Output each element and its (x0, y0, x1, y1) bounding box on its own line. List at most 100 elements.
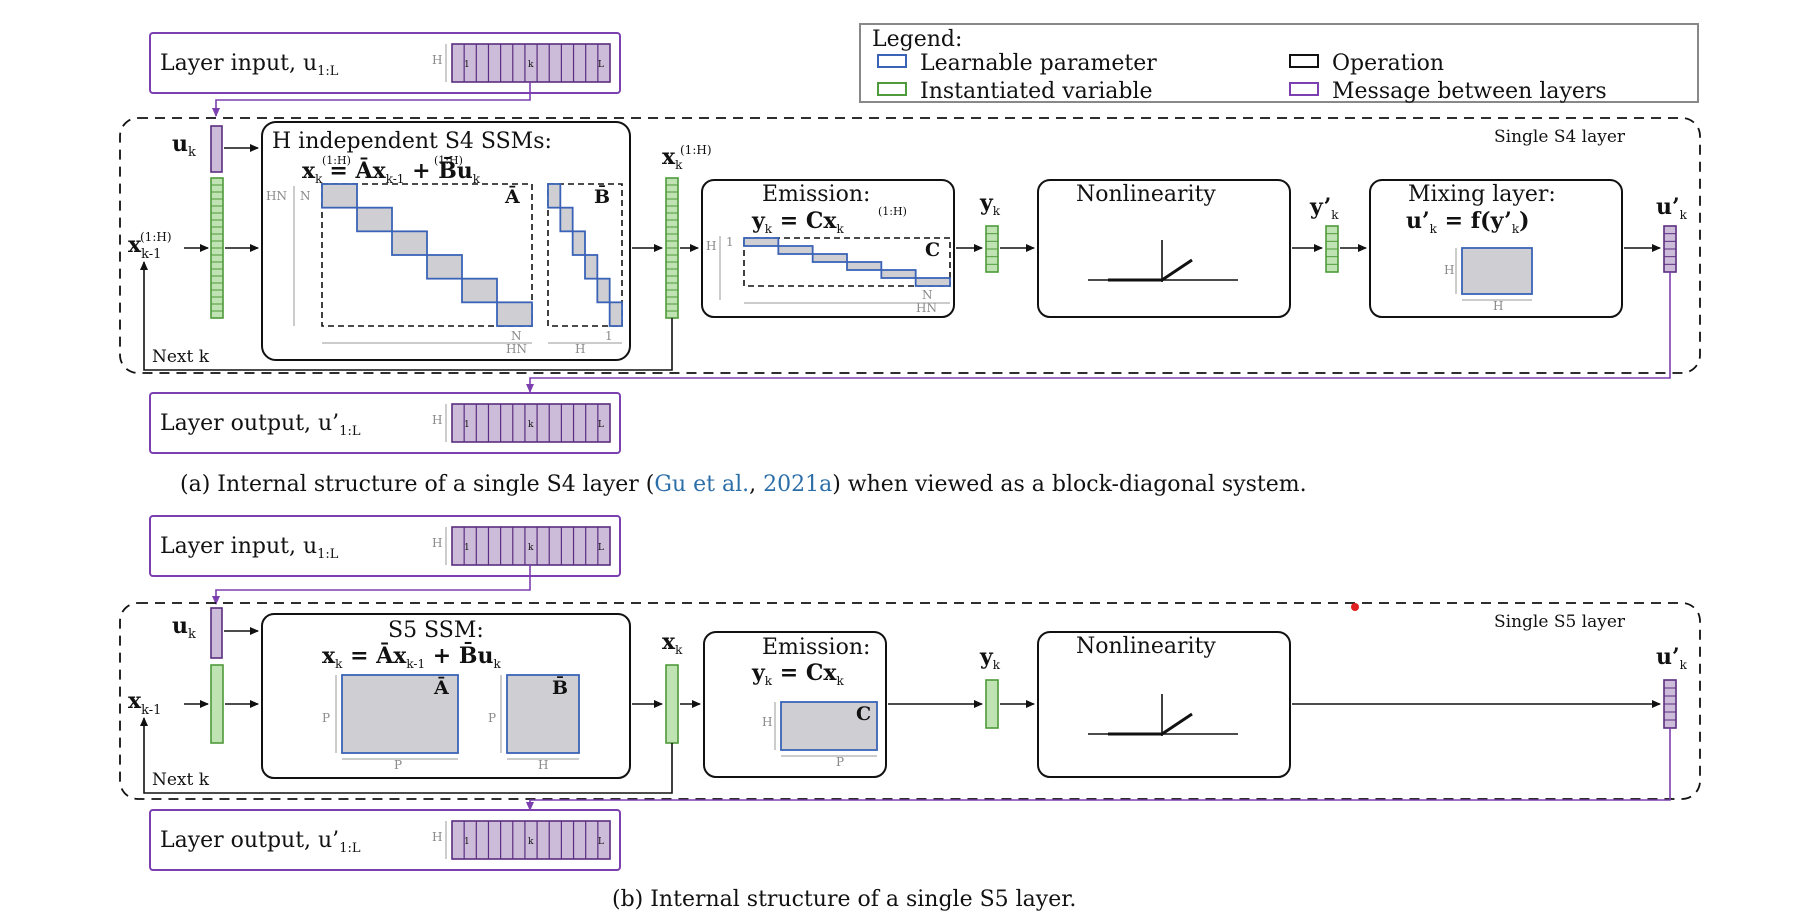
s5-nonlinearity-box (1037, 631, 1291, 778)
s5-B-dim-H: H (538, 758, 548, 772)
s4-A-frame (321, 183, 533, 327)
s4-ssm-eq-lhs-sup: (1:H) (322, 154, 351, 167)
s5-caption: (b) Internal structure of a single S5 la… (612, 887, 1076, 912)
s4-input-tape-rect (451, 43, 611, 83)
s5-uk-label: uk (172, 613, 196, 642)
s4-A-dim-HN-bottom: HN (506, 342, 527, 356)
legend-learnable-label: Learnable parameter (920, 51, 1157, 76)
s4-layer-input-label: Layer input, u1:L (160, 51, 339, 79)
s5-yk-vector (985, 679, 999, 729)
s5-upk-to-output-arrow (526, 728, 1671, 811)
s4-C-dim-HN: HN (916, 301, 937, 315)
s5-next-k-label: Next k (152, 770, 210, 790)
s4-ssm-eq-rhs-sup: (1:H) (434, 154, 463, 167)
s4-mix-dim-H-left: H (1444, 263, 1454, 277)
s4-B-frame (547, 183, 623, 327)
s4-input-tape-h: H (432, 53, 442, 67)
s4-yk-label: yk (979, 190, 1001, 218)
s5-C-dim-H: H (762, 715, 772, 729)
B-diagonal-block (584, 254, 599, 280)
C-diagonal-block (846, 261, 883, 271)
B-diagonal-block (571, 230, 586, 256)
s5-C-label: C (856, 703, 871, 725)
s4-B-dim-1: 1 (605, 329, 613, 343)
s5-input-tape-first: 1 (464, 543, 470, 553)
s4-C-label: C (925, 239, 940, 261)
B-diagonal-block (547, 183, 562, 209)
s5-A-matrix (341, 674, 459, 754)
s4-upk-to-output-arrow (526, 272, 1671, 393)
s4-output-tape-first: 1 (464, 420, 470, 430)
s5-output-tape-h: H (432, 830, 442, 844)
s4-A-label: Ā (504, 186, 520, 208)
s4-mixing-matrix (1461, 247, 1533, 295)
legend-instantiated-swatch (877, 82, 907, 96)
s4-input-tape-last: L (598, 60, 604, 70)
s4-nonlinearity-box (1037, 179, 1291, 318)
s5-input-tape-k: k (528, 543, 534, 553)
s5-diagram: Layer input, u1:L H 1 k L Single S5 laye… (119, 515, 1701, 912)
s4-layer-output-label: Layer output, u’1:L (160, 411, 361, 439)
s5-output-tape-k: k (528, 837, 534, 847)
B-diagonal-block (608, 301, 623, 327)
s4-mix-dim-H-bottom: H (1493, 299, 1503, 313)
s4-input-to-uk-arrow (212, 82, 531, 117)
s5-panel-title: Single S5 layer (1494, 612, 1626, 632)
s4-next-k-label: Next k (152, 347, 210, 367)
s4-emission-eq-sup: (1:H) (878, 205, 907, 218)
s4-input-tape: 1 k L (451, 43, 611, 83)
s4-B-dim-H: H (575, 342, 585, 356)
s5-xk-out-vector (665, 664, 679, 744)
B-diagonal-block (596, 277, 611, 304)
s5-xk1-label: xk-1 (128, 688, 161, 718)
s5-input-to-uk-arrow (212, 565, 531, 605)
s4-xk-out-sup: (1:H) (680, 143, 712, 157)
s5-upk-label: u’k (1656, 644, 1688, 672)
A-diagonal-block (461, 277, 498, 304)
s5-B-matrix (506, 674, 580, 754)
s4-emission-title: Emission: (762, 182, 870, 207)
C-diagonal-block (880, 269, 917, 279)
s4-input-tape-first: 1 (464, 60, 470, 70)
s4-ssm-box (261, 121, 631, 361)
s5-input-tape-last: L (598, 543, 604, 553)
s5-uk-vector (210, 607, 223, 659)
legend-operation-swatch (1289, 54, 1319, 68)
s4-output-tape: 1 k L (451, 403, 611, 443)
s4-nonlinearity-label: Nonlinearity (1076, 182, 1216, 207)
s4-xk1-label: xk-1 (128, 232, 161, 262)
s4-C-frame (743, 237, 951, 287)
legend-learnable-swatch (877, 54, 907, 68)
s4-C-blocks (743, 237, 951, 287)
C-diagonal-block (811, 253, 848, 263)
s4-diagram: Layer input, u1:L H 1 k L Single S4 laye… (119, 32, 1701, 497)
s4-emission-equation: yk = Cxk (751, 208, 844, 236)
legend-operation-label: Operation (1332, 51, 1444, 76)
s4-xk-out-label: xk (662, 144, 683, 172)
s4-input-tape-k: k (528, 60, 534, 70)
s5-output-tape: 1 k L (451, 820, 611, 860)
s5-B-dim-P: P (488, 711, 496, 725)
s4-A-dim-HN: HN (266, 189, 287, 203)
s5-B-label: B̄ (552, 677, 568, 699)
s4-output-tape-h: H (432, 413, 442, 427)
A-diagonal-block (356, 206, 393, 233)
C-diagonal-block (777, 245, 814, 255)
s4-output-tape-last: L (598, 420, 604, 430)
s4-output-tape-rect (451, 403, 611, 443)
s5-xk-out-label: xk (662, 629, 683, 657)
A-diagonal-block (496, 301, 533, 327)
s5-relu-icon (1088, 694, 1238, 736)
s4-B-label: B̄ (594, 186, 610, 208)
s5-output-tape-rect (451, 820, 611, 860)
s4-A-dim-N-bottom: N (511, 329, 522, 343)
s4-C-dim-N: N (922, 288, 933, 302)
s4-output-tape-k: k (528, 420, 534, 430)
s4-panel-title: Single S4 layer (1494, 127, 1626, 147)
s4-uk-vector (210, 125, 223, 173)
s4-ssm-title: H independent S4 SSMs: (272, 129, 552, 154)
A-diagonal-block (391, 230, 428, 256)
A-diagonal-block (321, 183, 358, 209)
s5-emission-equation: yk = Cxk (751, 660, 844, 688)
legend-message-label: Message between layers (1332, 79, 1607, 104)
